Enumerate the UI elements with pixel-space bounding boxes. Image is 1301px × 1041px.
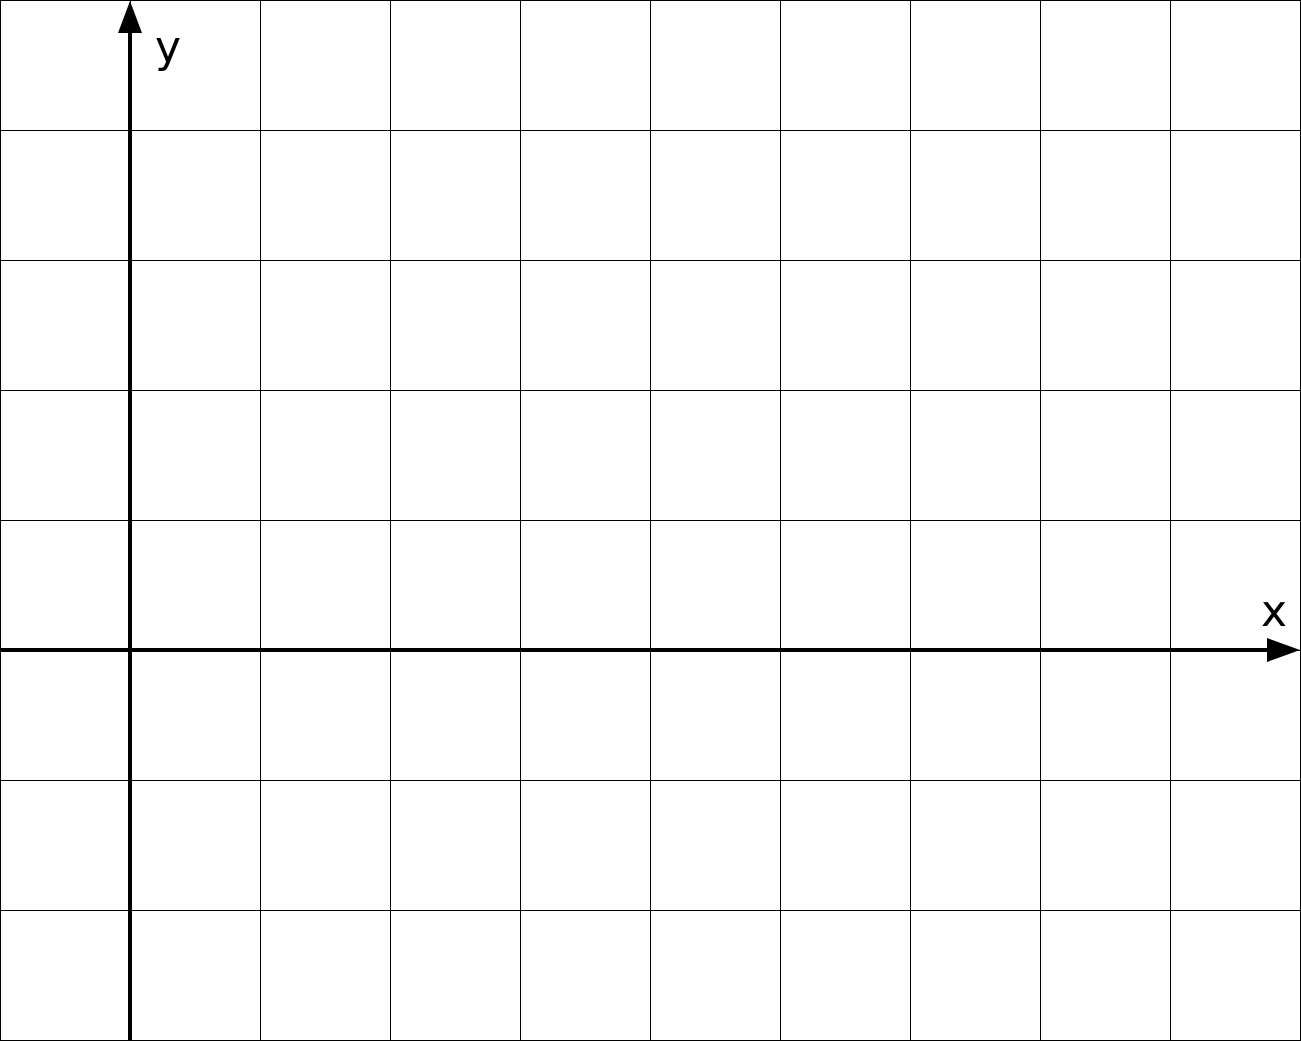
- y-axis-arrowhead: [118, 1, 142, 33]
- x-axis-label: x: [1261, 586, 1287, 637]
- y-axis-label: y: [155, 22, 181, 73]
- x-axis-arrowhead: [1267, 638, 1300, 662]
